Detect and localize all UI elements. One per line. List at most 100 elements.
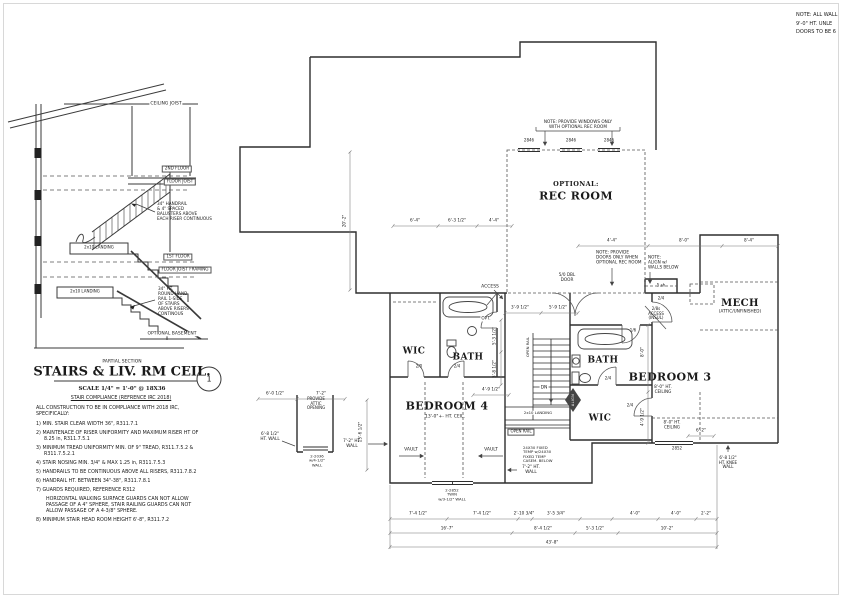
upper-handrail-note: 34" HANDRAIL & 4" SPACED BALUSTERS ABOVE… — [157, 201, 212, 222]
note-line: WALLS BELOW — [648, 264, 679, 270]
note-line: CASEM. BELOW — [523, 458, 553, 464]
compliance-item: 8) MINIMUM STAIR HEAD ROOM HEIGHT 6'-8",… — [36, 517, 170, 523]
align-diamond-marker — [565, 388, 581, 412]
scale-label: SCALE 1/4" = 1'-0" @ 18X36 — [78, 385, 166, 392]
dim-label-vertical: 8'-0" — [639, 347, 645, 357]
note-line: OPTIONAL REC ROOM — [596, 259, 642, 265]
dim-label-vertical: 20'-2" — [341, 214, 347, 228]
note-line: 5/0 DBL — [558, 272, 576, 278]
rec-room-prefix: OPTIONAL: — [553, 180, 599, 189]
dim-label: 3'-9 1/2" — [511, 304, 529, 310]
lower-landing-label: 2x10 LANDING — [70, 288, 100, 294]
floor-joist-framing-label: FLOOR JOIST FRAMING — [158, 266, 212, 274]
optional-dashed-walls — [393, 149, 778, 478]
note-line: HT. WALL — [260, 436, 280, 441]
note-line: NOTE: PROVIDE WINDOWS ONLY — [543, 119, 613, 125]
attic-access-note: 2/8s ACCESS (INSUL) — [648, 305, 664, 321]
note-line: OPENING — [306, 405, 326, 411]
note-line: ALIGN w/ — [648, 259, 667, 265]
vault-label-right: VAULT — [484, 447, 498, 453]
first-floor-label: 1ST FLOOR — [163, 253, 193, 261]
note-line: WALL — [311, 462, 323, 468]
dim-label: 7'-4 1/2" — [473, 510, 491, 516]
compliance-intro: ALL CONSTRUCTION TO BE IN COMPLIANCE WIT… — [36, 405, 180, 417]
window-tag-2846: 2846 — [603, 137, 615, 143]
door-tag-1-6: 1/6 — [629, 327, 637, 333]
note-line: CEILING — [654, 389, 672, 394]
note-line: (INSUL) — [648, 315, 664, 321]
note-line: WALL — [346, 443, 358, 448]
open-rail-label: OPEN RAIL — [507, 428, 535, 436]
bedroom4-ceiling-height: 13'-0"+- HT. CEIL. — [424, 414, 466, 420]
note-line: & 4" SPACED — [157, 206, 185, 212]
note-line: 7'-2" HT. — [343, 438, 361, 444]
vault-label-left: VAULT — [404, 447, 418, 453]
floor-joist-label: FLOOR JOIST — [163, 178, 197, 186]
second-floor-label: 2ND FLOOR — [161, 165, 193, 173]
dim-label: 5'-3 1/2" — [586, 525, 604, 531]
compliance-item: 1) MIN. STAIR CLEAR WIDTH 36", R311.7.1 — [36, 421, 138, 427]
dim-label-vertical: 15'-6 1/2" — [357, 421, 363, 443]
door-tag-2-4: 2/4 — [657, 295, 665, 301]
door-tag-2-4: 2/4 — [604, 375, 612, 381]
knee-wall-note: 6'-8 1/2" HT. KNEE WALL — [719, 454, 737, 470]
align-marker-label: ALIGN — [570, 393, 575, 407]
leader-lines — [281, 127, 729, 471]
dim-label: 5'-9 1/2" — [549, 304, 567, 310]
note-line: 8'-0" HT. — [663, 419, 681, 425]
note-line: BALUSTERS ABOVE — [157, 211, 198, 216]
note-line: 2/8s — [651, 305, 661, 311]
sheet-border — [3, 3, 839, 595]
detail-number: 1 — [206, 374, 212, 384]
dim-label: 4'-0" — [630, 510, 640, 516]
optional-basement-label: OPTIONAL BASEMENT — [146, 331, 198, 337]
door-tag-2-4: 2/4 — [626, 402, 634, 408]
window-lines — [303, 148, 693, 485]
dim-label: 8'-0" — [679, 237, 689, 243]
dim-label: 6'-2" — [696, 427, 706, 433]
compliance-item: 6) HANDRAIL HT. BETWEEN 34"-38", R311.7.… — [36, 478, 151, 484]
note-line: w/4-1/2" — [308, 457, 326, 463]
wall-height-note-right: 7'-2" HT. WALL — [522, 464, 540, 475]
note-line: PROVIDE — [307, 395, 325, 401]
note-line: ABOVE RISERS — [158, 305, 189, 311]
dim-label-overall: 43'-8" — [545, 539, 559, 545]
compliance-item: 3) MINIMUM TREAD UNIFORMITY MIN. OF 9" T… — [36, 445, 194, 457]
compliance-item-sub: HORIZONTAL WALKING SURFACE GUARDS CAN NO… — [46, 496, 192, 514]
window-tag-bottom: 2-2852 TWIN w/3-1/2" WALL — [438, 487, 466, 501]
corner-note-line: 9'-0" HT. UNLE — [796, 20, 833, 27]
note-line: ACCESS — [648, 310, 664, 316]
optional-door-label: OPT. — [480, 315, 492, 322]
dim-label: 4'-4" — [607, 237, 617, 243]
note-line: 24X30 FIXED — [523, 445, 548, 451]
floor-plan-walls — [239, 41, 779, 484]
window-tag-2846: 2846 — [565, 137, 577, 143]
note-line: 8'-0" HT. — [654, 384, 672, 390]
fixed-window-note: 24X30 FIXED TEMP w/24X30 FIXED TEMP CASE… — [523, 445, 553, 464]
room-label-bedroom3: BEDROOM 3 — [628, 370, 712, 384]
dim-label: 4'-4" — [489, 217, 499, 223]
dim-label: 2'-10 3/4" — [513, 510, 535, 516]
note-line: 2-2852 — [445, 487, 459, 493]
dim-label: 6'-3 1/2" — [448, 217, 466, 223]
title-small: PARTIAL SECTION — [102, 359, 142, 365]
note-line: ROUND HAND — [158, 291, 188, 297]
note-line: FIXED TEMP — [523, 454, 546, 459]
compliance-item: 4) STAIR NOSING MIN. 3/4" & MAX 1.25 in,… — [36, 460, 166, 466]
bath-fixtures — [442, 296, 633, 385]
dim-label: 8'-4 1/2" — [534, 525, 552, 531]
attic-opening-note: PROVIDE ATTIC OPENING — [306, 395, 326, 411]
dim-label-vertical: 5'-3 1/2" — [491, 327, 497, 345]
note-line: 6'-8 1/2" — [719, 454, 737, 460]
mech-sublabel: (ATTIC/UNFINISHED) — [718, 308, 762, 314]
note-line: WALL — [722, 464, 734, 470]
note-line: WALL — [525, 469, 537, 474]
room-label-rec-room: REC ROOM — [539, 189, 613, 203]
dim-label: 7'-2" — [316, 390, 326, 396]
dim-label: 4'-9 1/2" — [481, 386, 501, 393]
lower-handrail-note: 34" HT. ROUND HAND RAIL 1-SIDE OF STAIRS… — [158, 286, 189, 317]
room-label-wic-left: WIC — [402, 346, 426, 357]
dim-label: 7'-4 1/2" — [409, 510, 427, 516]
note-line: 34" HT. — [158, 286, 174, 292]
